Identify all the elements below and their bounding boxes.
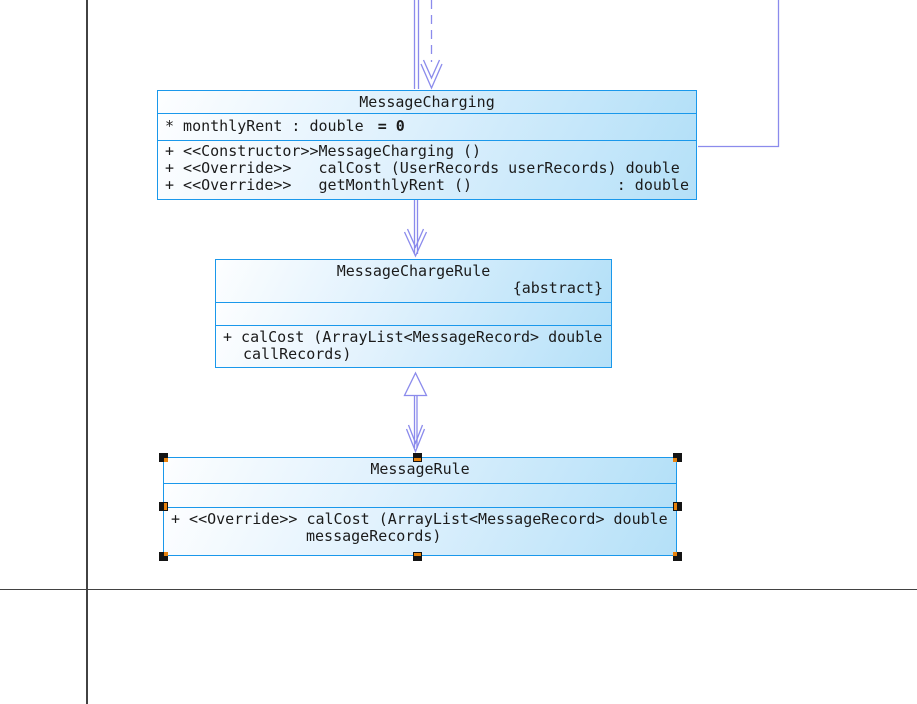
selection-handle-bottom-right[interactable] bbox=[672, 551, 682, 561]
method-line: + <<Override>> getMonthlyRent () : doubl… bbox=[165, 176, 689, 194]
message-rule-title-compartment: MessageRule bbox=[164, 458, 676, 483]
selection-handle-bottom-middle[interactable] bbox=[412, 551, 422, 561]
selection-handle-middle-right[interactable] bbox=[672, 502, 682, 511]
method-line-wrap: messageRecords) bbox=[306, 527, 442, 545]
class-message-charge-rule[interactable]: MessageChargeRule {abstract} + calCost (… bbox=[215, 259, 612, 368]
message-charge-rule-attributes-compartment bbox=[216, 302, 611, 325]
abstract-modifier: {abstract} bbox=[512, 279, 603, 297]
page-boundary-vertical bbox=[86, 0, 88, 704]
class-message-charging[interactable]: MessageCharging * monthlyRent : double= … bbox=[157, 90, 697, 200]
class-message-rule[interactable]: MessageRule + <<Override>> calCost (Arra… bbox=[163, 457, 677, 556]
association-charging-to-chargerule[interactable] bbox=[403, 200, 428, 258]
selection-handle-middle-left[interactable] bbox=[158, 502, 168, 511]
generalization-rule-to-chargerule[interactable] bbox=[403, 371, 428, 454]
selection-handle-top-middle[interactable] bbox=[412, 452, 422, 462]
selection-handle-bottom-left[interactable] bbox=[158, 551, 168, 561]
message-charge-rule-methods-compartment: + calCost (ArrayList<MessageRecord> doub… bbox=[216, 325, 611, 367]
method-line: + <<Constructor>>MessageCharging () bbox=[165, 142, 482, 160]
message-charging-attributes-compartment: * monthlyRent : double= 0 bbox=[158, 113, 696, 140]
message-charge-rule-title-compartment: MessageChargeRule {abstract} bbox=[216, 260, 611, 302]
class-name: MessageChargeRule bbox=[336, 262, 491, 280]
method-line: + <<Override>> calCost (UserRecords user… bbox=[165, 159, 680, 177]
selection-handle-top-right[interactable] bbox=[672, 452, 682, 462]
method-line: + <<Override>> calCost (ArrayList<Messag… bbox=[171, 510, 668, 528]
class-name: MessageCharging bbox=[359, 93, 495, 111]
message-rule-attributes-compartment bbox=[164, 483, 676, 507]
dependency-connector-top[interactable] bbox=[413, 0, 443, 90]
association-connector-right[interactable] bbox=[698, 0, 780, 148]
message-rule-methods-compartment: + <<Override>> calCost (ArrayList<Messag… bbox=[164, 507, 676, 555]
selection-handle-top-left[interactable] bbox=[158, 452, 168, 462]
attribute-line: * monthlyRent : double= 0 bbox=[165, 117, 405, 135]
method-line: + calCost (ArrayList<MessageRecord> doub… bbox=[223, 328, 603, 346]
class-name: MessageRule bbox=[370, 460, 470, 478]
method-line-wrap: callRecords) bbox=[243, 345, 352, 363]
message-charging-methods-compartment: + <<Constructor>>MessageCharging () + <<… bbox=[158, 140, 696, 199]
page-boundary-horizontal bbox=[0, 588, 917, 591]
message-charging-title-compartment: MessageCharging bbox=[158, 91, 696, 113]
